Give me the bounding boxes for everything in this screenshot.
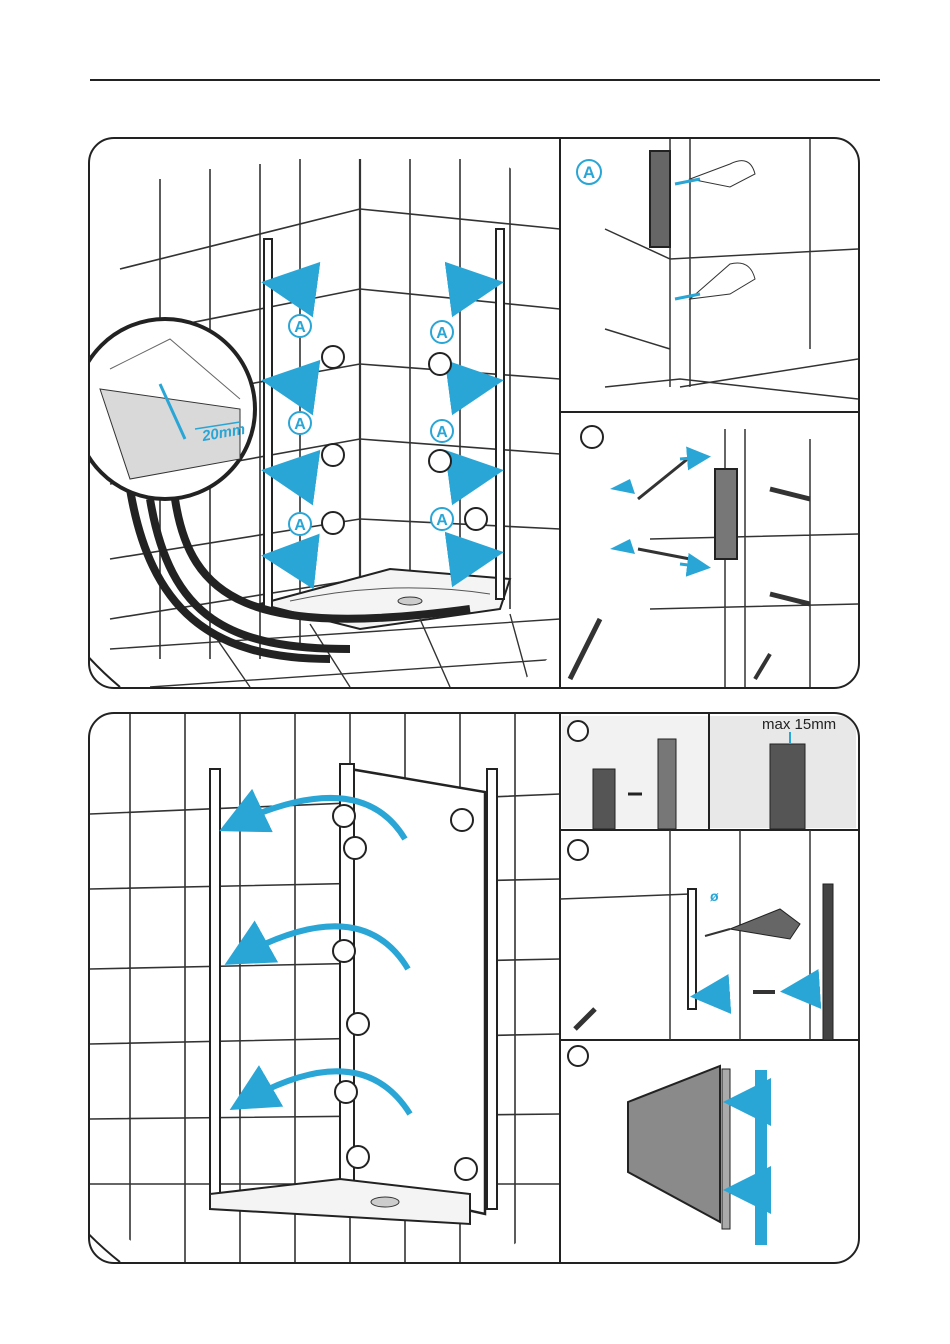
door-drilling-detail: ø [560,830,833,1040]
profile-fit-detail: max 15mm [562,714,856,830]
svg-text:A: A [294,319,306,336]
step-panel-top: A A A A A A [88,137,860,689]
svg-text:A: A [294,416,306,433]
max-dimension-label: max 15mm [762,716,836,733]
glass-insert-detail [568,1046,767,1245]
drilling-detail [570,426,858,687]
svg-text:A: A [436,325,448,342]
door-panel-installation-illustration: max 15mm ø [90,714,858,1262]
svg-text:A: A [583,163,595,182]
svg-text:A: A [436,424,448,441]
step-panel-bottom: max 15mm ø [88,712,860,1264]
header-rule [90,79,880,81]
marking-detail: A [577,139,858,399]
wall-profile-marking-illustration: A A A A A A [90,139,858,687]
drill-symbol: ø [710,888,719,904]
svg-text:A: A [436,512,448,529]
svg-text:A: A [294,517,306,534]
